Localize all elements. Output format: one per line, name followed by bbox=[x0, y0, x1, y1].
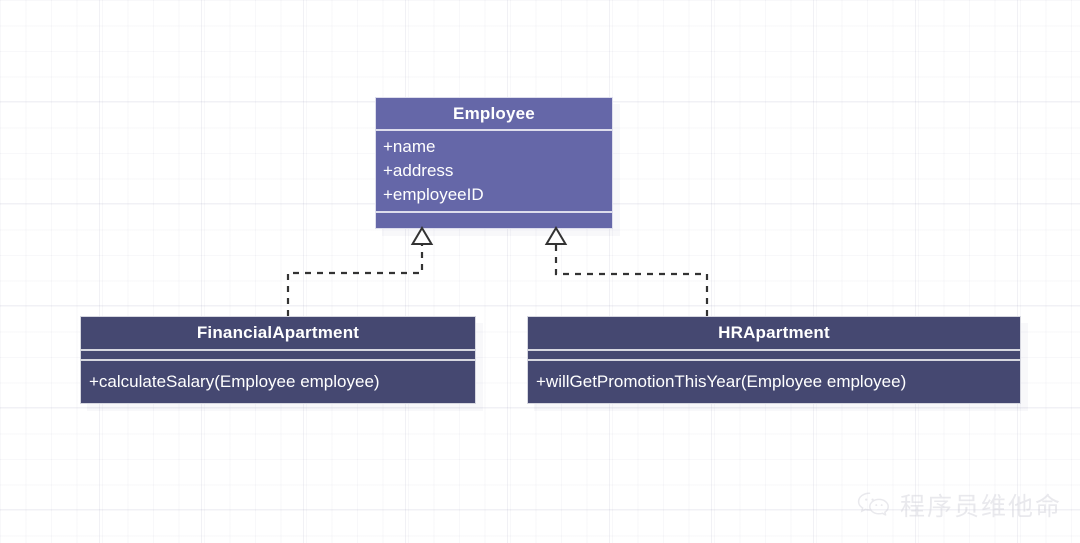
wechat-icon bbox=[857, 492, 889, 516]
uml-class-hr-apartment[interactable]: HRApartment +willGetPromotionThisYear(Em… bbox=[527, 316, 1021, 404]
class-title-hr-apartment: HRApartment bbox=[527, 316, 1021, 350]
method-will-get-promotion-this-year: +willGetPromotionThisYear(Employee emplo… bbox=[536, 372, 907, 391]
class-title-employee: Employee bbox=[375, 97, 613, 130]
uml-class-financial-apartment[interactable]: FinancialApartment +calculateSalary(Empl… bbox=[80, 316, 476, 404]
attribute-name: +name bbox=[383, 137, 436, 156]
method-calculate-salary: +calculateSalary(Employee employee) bbox=[89, 372, 380, 391]
class-attributes-financial-apartment bbox=[80, 350, 476, 360]
attribute-employeeid: +employeeID bbox=[383, 185, 484, 204]
hollow-triangle-arrowhead-icon bbox=[544, 226, 568, 245]
class-attributes-hr-apartment bbox=[527, 350, 1021, 360]
class-methods-employee bbox=[375, 212, 613, 229]
attribute-address: +address bbox=[383, 161, 454, 180]
uml-class-employee[interactable]: Employee +name +address +employeeID bbox=[375, 97, 613, 229]
relationship-financial-to-employee bbox=[286, 226, 434, 316]
hollow-triangle-arrowhead-icon bbox=[410, 226, 434, 245]
class-methods-hr-apartment: +willGetPromotionThisYear(Employee emplo… bbox=[527, 360, 1021, 404]
watermark: 程序员维他命 bbox=[857, 487, 1062, 523]
relationship-line-financial bbox=[286, 243, 424, 316]
relationship-line-hr bbox=[554, 243, 709, 316]
relationship-hr-to-employee bbox=[544, 226, 709, 316]
class-title-financial-apartment: FinancialApartment bbox=[80, 316, 476, 350]
class-methods-financial-apartment: +calculateSalary(Employee employee) bbox=[80, 360, 476, 404]
class-attributes-employee: +name +address +employeeID bbox=[375, 130, 613, 212]
watermark-text: 程序员维他命 bbox=[899, 494, 1062, 521]
